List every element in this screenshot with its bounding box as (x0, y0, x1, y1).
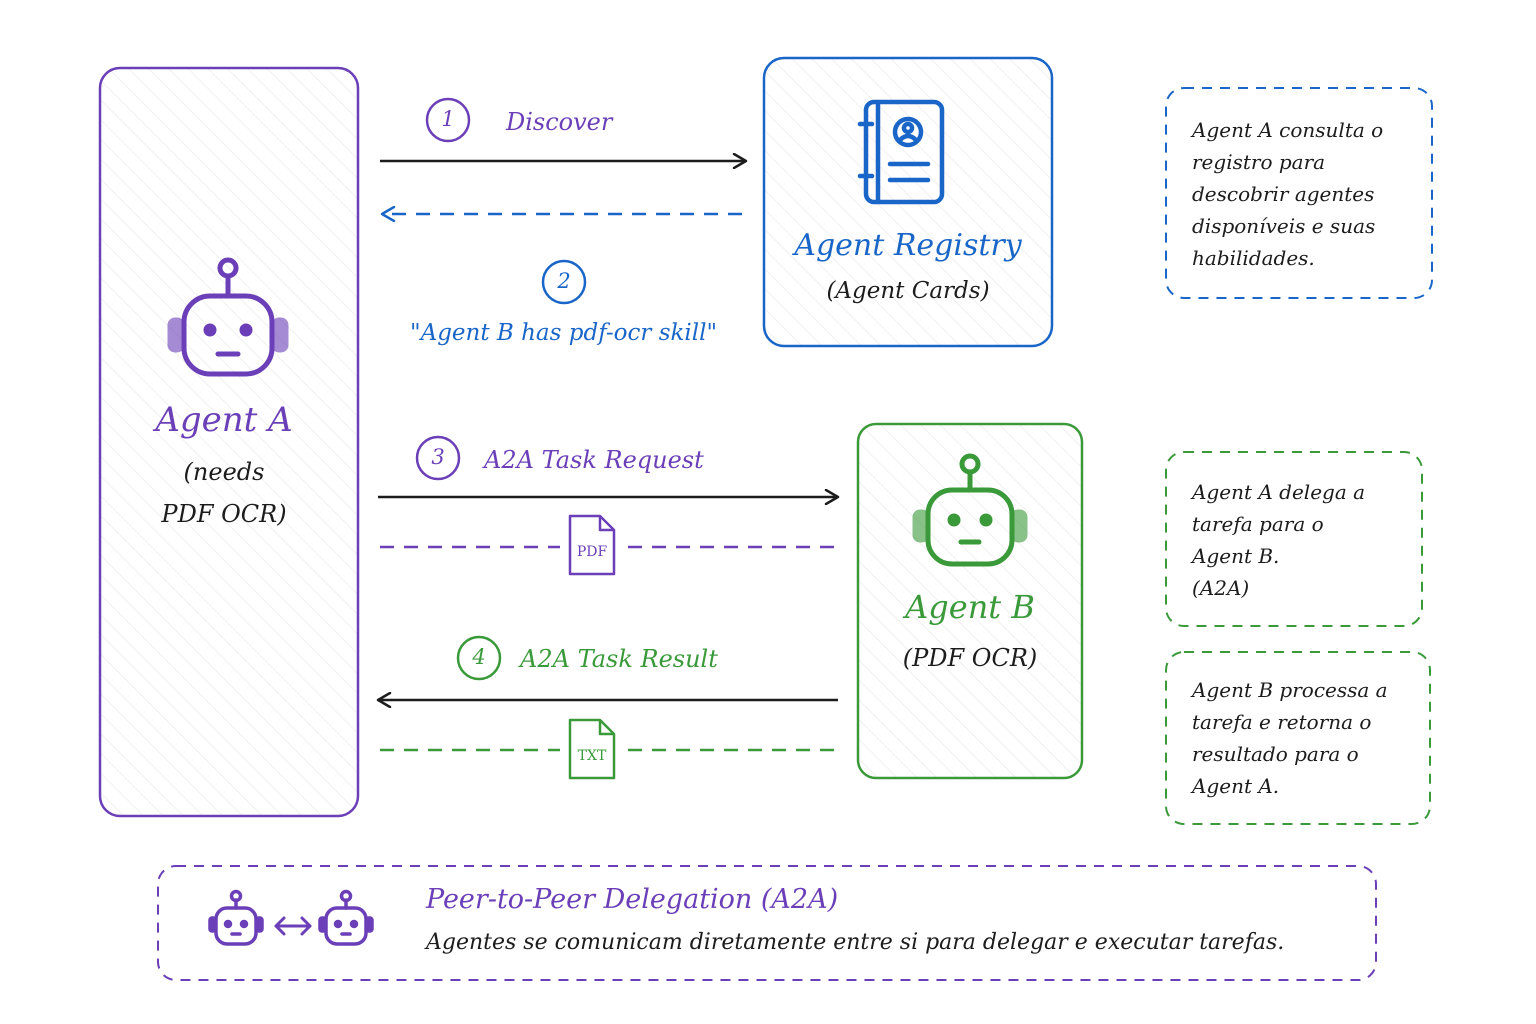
footer-robot-left-icon (208, 889, 264, 946)
registry-title: Agent Registry (794, 228, 1022, 263)
note-process: Agent B processa a tarefa e retorna o re… (1192, 674, 1388, 802)
footer-box (157, 865, 1377, 981)
note-delegate: Agent A delega a tarefa para o Agent B. … (1192, 476, 1365, 604)
step-3-circle (415, 435, 461, 481)
agent-a-robot-icon (167, 257, 289, 377)
note-delegate-line: tarefa para o (1192, 512, 1324, 536)
footer-robot-right-icon (318, 889, 374, 946)
registry-address-book-icon (857, 99, 945, 205)
note-discover-box (1165, 87, 1433, 299)
pdf-file-icon (568, 514, 616, 576)
agent-a-subtitle-line-2: PDF OCR) (161, 500, 287, 528)
note-discover-line: descobrir agentes (1192, 182, 1375, 206)
step-4-number: 4 (472, 645, 486, 669)
agent-a-title: Agent A (155, 400, 293, 440)
note-delegate-line: Agent A delega a (1192, 480, 1366, 504)
step-2-circle (541, 259, 587, 305)
txt-file-label: TXT (577, 748, 607, 764)
step-2-number: 2 (557, 269, 571, 293)
footer-title: Peer-to-Peer Delegation (A2A) (426, 884, 839, 915)
footer-double-arrow-icon (274, 916, 312, 936)
note-discover-line: disponíveis e suas (1192, 214, 1376, 238)
note-process-line: Agent B processa a (1192, 678, 1388, 702)
pdf-file-label: PDF (576, 544, 608, 560)
agent-b-subtitle: (PDF OCR) (902, 644, 1038, 672)
note-discover-line: Agent A consulta o (1192, 118, 1384, 142)
note-process-line: tarefa e retorna o (1192, 710, 1372, 734)
step-2-label: "Agent B has pdf-ocr skill" (410, 320, 718, 346)
step-3-label: A2A Task Request (484, 446, 704, 474)
txt-file-icon (568, 718, 616, 780)
note-discover-line: registro para (1192, 150, 1326, 174)
step-3-number: 3 (431, 445, 445, 469)
step-1-label: Discover (506, 108, 613, 136)
registry-subtitle: (Agent Cards) (826, 278, 990, 304)
footer-description: Agentes se comunicam diretamente entre s… (426, 930, 1285, 955)
note-process-box (1165, 651, 1431, 825)
step-1-circle (425, 97, 471, 143)
note-discover-line: habilidades. (1192, 246, 1315, 270)
agent-a-box (98, 66, 360, 818)
note-delegate-line: Agent B. (1192, 544, 1280, 568)
agent-b-title: Agent B (905, 588, 1035, 626)
note-delegate-line: (A2A) (1192, 576, 1250, 600)
agent-b-robot-icon (912, 453, 1028, 567)
note-process-line: resultado para o (1192, 742, 1359, 766)
agent-a-subtitle-line-1: (needs (183, 458, 265, 486)
step-1-number: 1 (441, 107, 455, 131)
note-discover: Agent A consulta o registro para descobr… (1192, 114, 1383, 274)
step-4-label: A2A Task Result (520, 645, 718, 673)
note-process-line: Agent A. (1192, 774, 1280, 798)
note-delegate-box (1165, 451, 1423, 627)
step-4-circle (456, 635, 502, 681)
